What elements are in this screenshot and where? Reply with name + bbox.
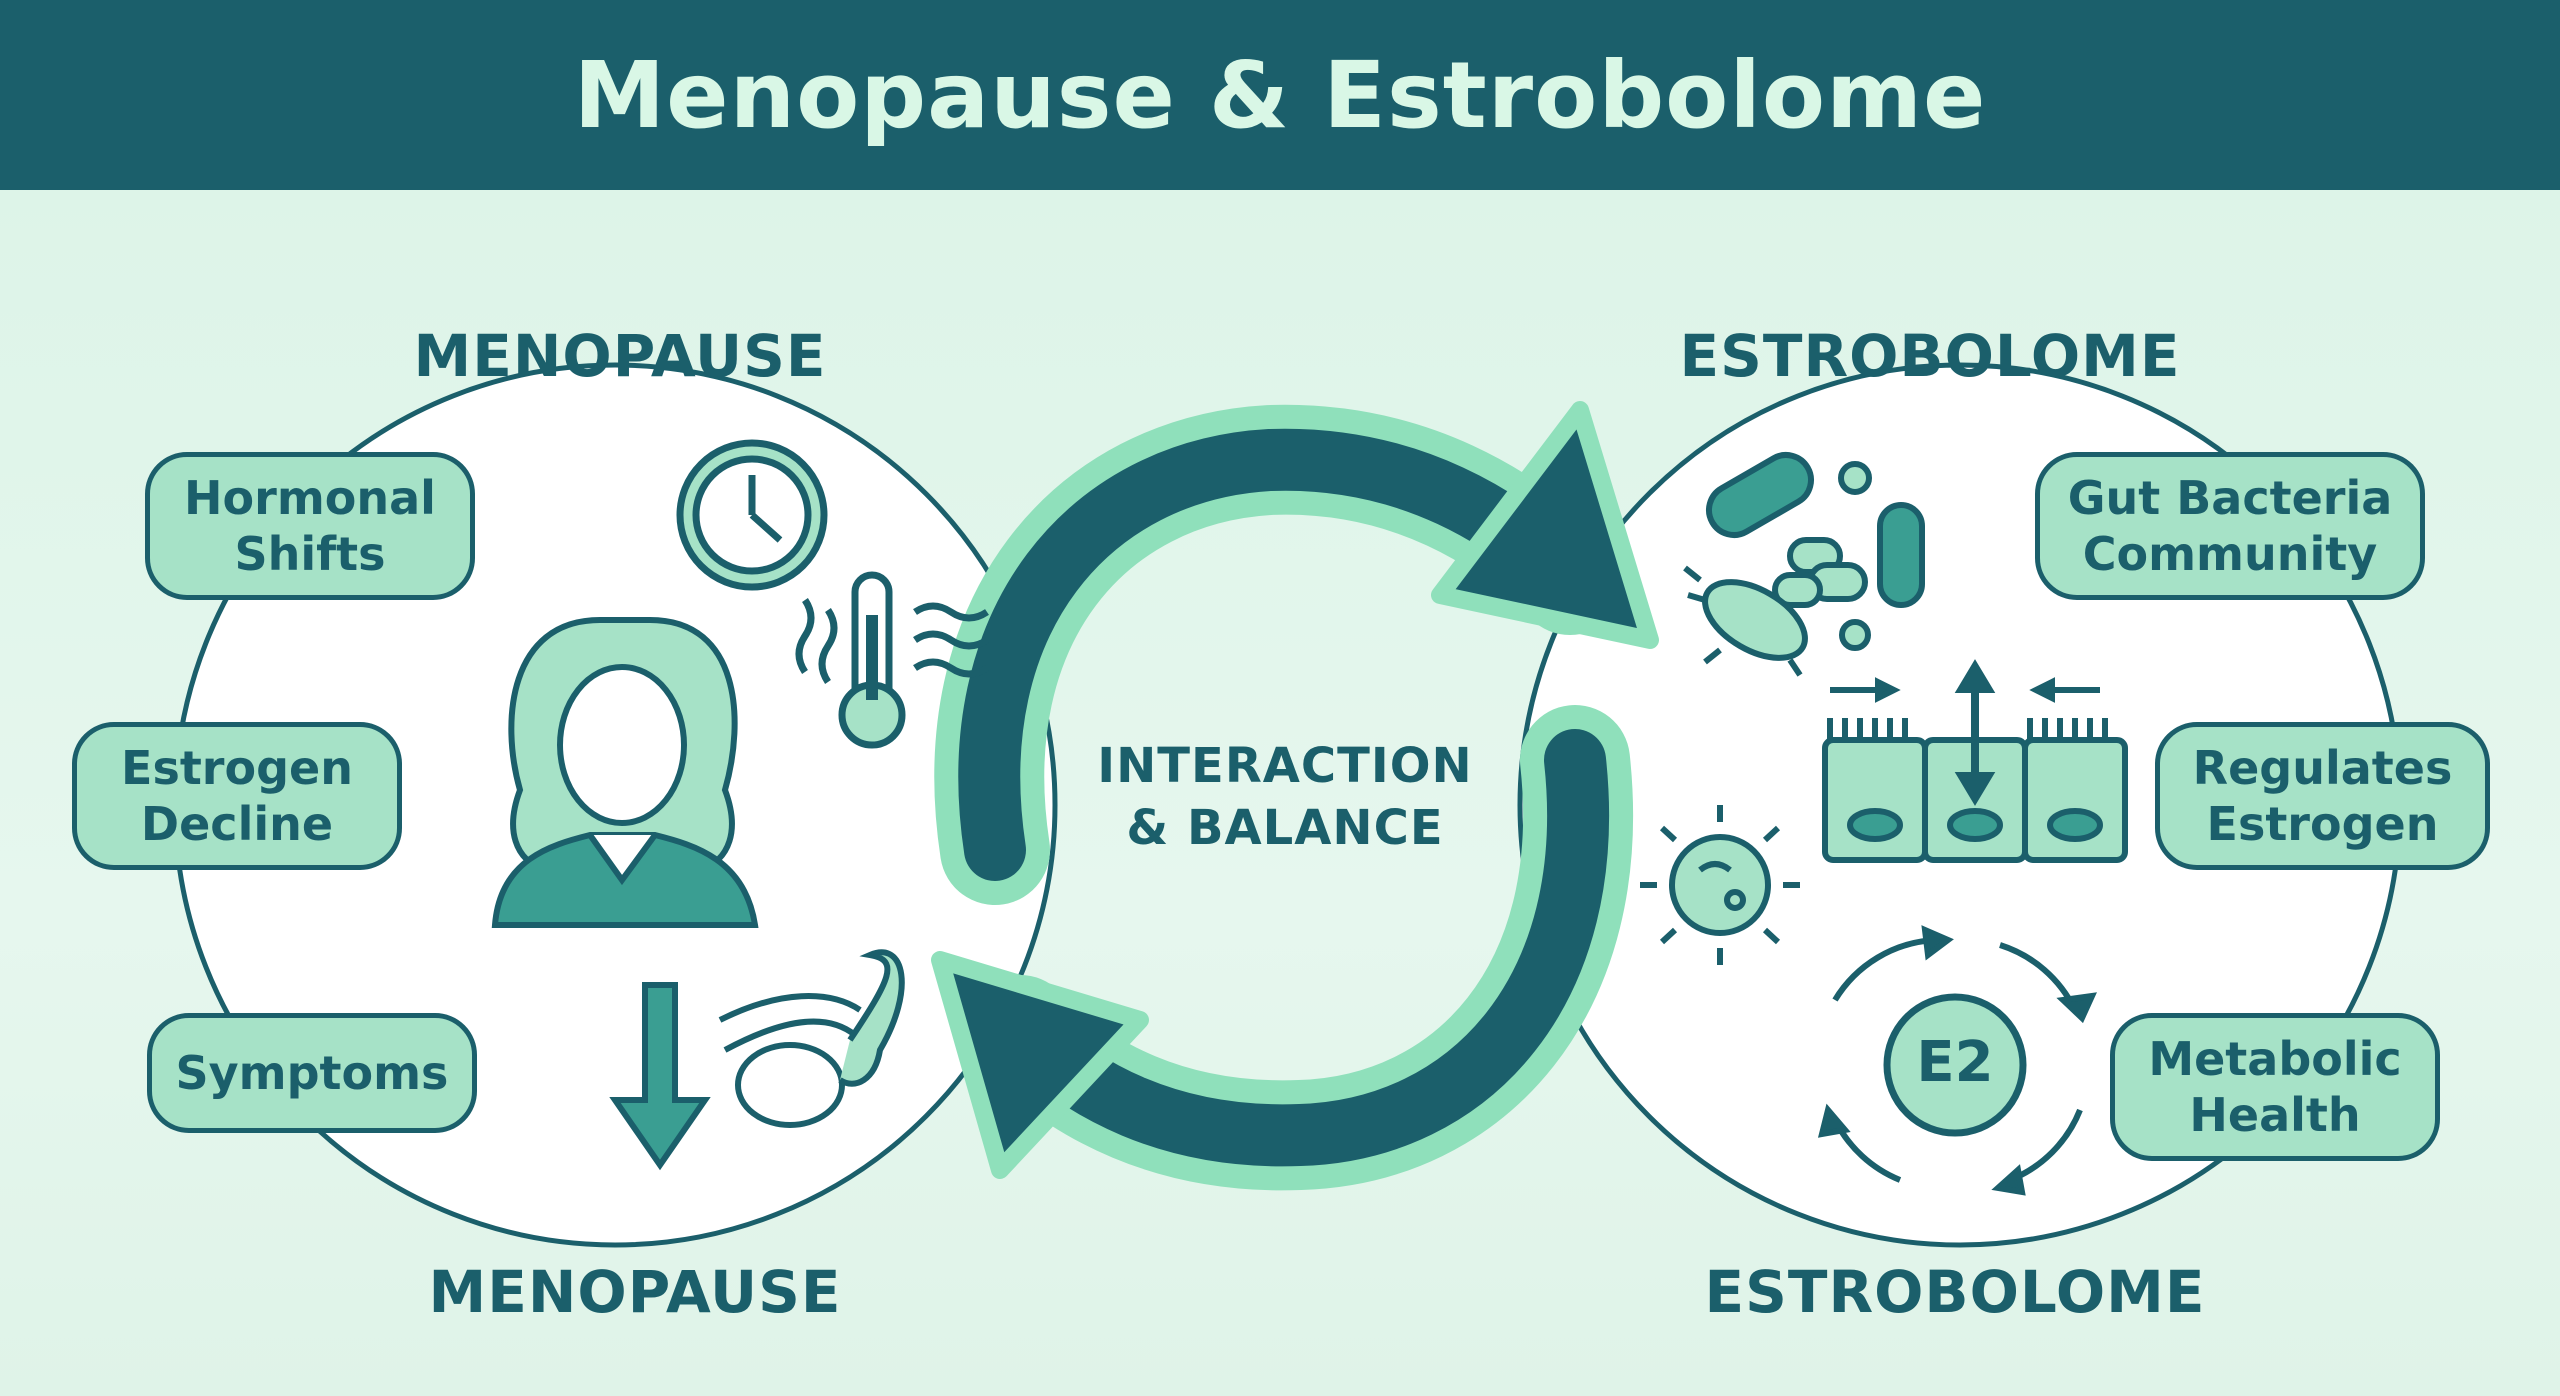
interaction-line: INTERACTION: [1097, 738, 1473, 794]
thermometer-icon: [795, 571, 989, 749]
estrobolome-heading-bottom: ESTROBOLOME: [1704, 1258, 2206, 1326]
pill-metabolic-health: Metabolic Health: [2110, 1013, 2440, 1161]
cycle-arrows-icon: [934, 404, 1634, 1191]
arrow-head-left: [931, 951, 1149, 1179]
pill-symptoms: Symptoms: [147, 1013, 477, 1133]
menopause-heading-bottom: MENOPAUSE: [428, 1258, 842, 1326]
title-bar: Menopause & Estrobolome: [0, 0, 2560, 190]
pill-gut-bacteria-community: Gut Bacteria Community: [2035, 452, 2425, 600]
gut-lining-icon: [1822, 659, 2128, 863]
woman-icon: [491, 617, 759, 928]
page-title: Menopause & Estrobolome: [573, 41, 1987, 149]
e2-cycle-icon: [1817, 925, 2097, 1196]
down-arrow-icon: [609, 982, 711, 1171]
ovary-icon: [718, 949, 905, 1128]
pill-hormonal-shifts: Hormonal Shifts: [145, 452, 475, 600]
clock-icon: [676, 439, 828, 591]
pill-estrogen-decline: Estrogen Decline: [72, 722, 402, 870]
arrow-head-right: [1431, 401, 1659, 649]
menopause-heading-top: MENOPAUSE: [413, 322, 827, 390]
microbe-icon: [1640, 805, 1800, 965]
interaction-balance-label: INTERACTION & BALANCE: [1070, 735, 1500, 859]
e2-label: E2: [1916, 1030, 1994, 1095]
pill-regulates-estrogen: Regulates Estrogen: [2155, 722, 2490, 870]
bacteria-icon: [1683, 452, 1925, 677]
estrobolome-heading-top: ESTROBOLOME: [1679, 322, 2181, 390]
balance-line: & BALANCE: [1126, 800, 1444, 856]
